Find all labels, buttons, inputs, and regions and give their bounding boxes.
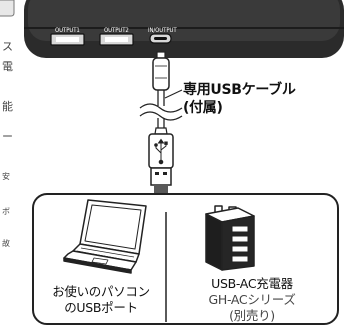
usb-cable	[139, 51, 183, 186]
cut-text-1: ス	[2, 40, 13, 53]
cut-text-6: ボ	[2, 207, 10, 216]
corner-tab	[0, 0, 15, 17]
cut-text-3: 能	[2, 100, 13, 113]
pc-usb-port-label: お使いのパソコン のUSBポート	[40, 284, 162, 316]
cut-text-5: 安	[2, 172, 10, 181]
cut-text-7: 故	[2, 239, 10, 248]
ac-charger-icon	[205, 205, 255, 271]
usb-symbol-icon	[154, 138, 168, 165]
usb-ac-charger-label-line3: (別売り)	[229, 308, 275, 323]
port-label-output1: OUTPUT1	[55, 27, 80, 34]
usb-ac-charger-label: USB-AC充電器 GH-ACシリーズ (別売り)	[170, 276, 334, 324]
cable-label-name: 専用USBケーブル	[183, 82, 296, 98]
device-body	[24, 0, 344, 58]
port-label-in-output: IN/OUTPUT	[148, 27, 177, 34]
usb-ac-charger-label-line1: USB-AC充電器	[211, 276, 293, 291]
port-label-output2: OUTPUT2	[104, 27, 129, 34]
laptop-icon	[63, 199, 147, 274]
cable-label: 専用USBケーブル (付属)	[183, 81, 296, 117]
cable-label-note: (付属)	[183, 100, 223, 116]
pc-usb-port-label-line1: お使いのパソコン	[52, 284, 150, 299]
cut-text-2: 電	[2, 60, 13, 73]
usb-ac-charger-label-line2: GH-ACシリーズ	[208, 292, 296, 307]
cut-text-4: ー	[2, 130, 13, 143]
cable-label-leader	[164, 89, 183, 99]
pc-usb-port-label-line2: のUSBポート	[64, 300, 138, 315]
